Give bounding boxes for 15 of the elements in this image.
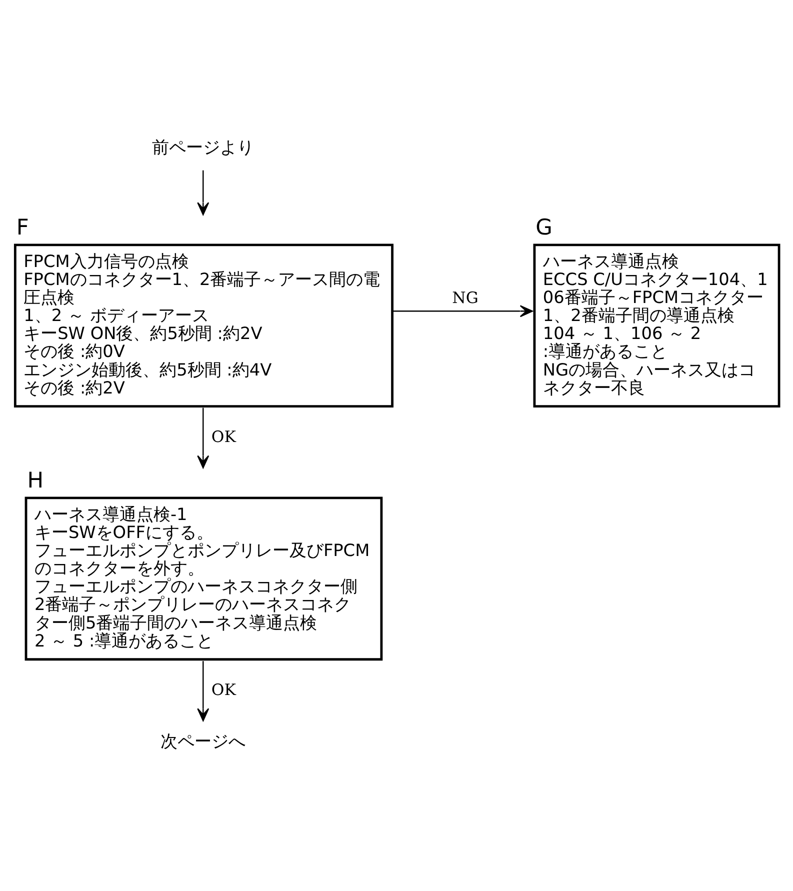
edge-label: NG (452, 288, 478, 308)
arrow (197, 661, 210, 722)
node-label: F (16, 216, 29, 241)
node-box: ハーネス導通点検 ECCS C/Uコネクター104、106番端子～FPCMコネクター1、2番端子間の導通点検 104 ～ 1、106 ～ 2 :導通があること NGの場合、ハーネス又はコネクター不良 (533, 244, 780, 408)
node-text: 次ページへ (160, 730, 246, 751)
edge-label: OK (211, 680, 236, 699)
node-text: 前ページより (152, 136, 254, 157)
node-box: ハーネス導通点検-1 キーSWをOFFにする。 フューエルポンプとポンプリレー及びFPCMのコネクターを外す。 フューエルポンプのハーネスコネクター側2番端子～ポンプリレーのハーネスコネクター側5番端子間のハーネス導通点検 2 ～ 5 :導通があること (24, 496, 383, 661)
edge-label: OK (211, 426, 236, 446)
arrow (392, 305, 533, 318)
node-label: G (536, 216, 552, 241)
node-box: FPCM入力信号の点検 FPCMのコネクター1、2番端子～アース間の電圧点検 1、2 ～ ボディーアース キーSW ON後、約5秒間 :約2V その後 :約0V エンジン始動後、約5秒間 :約4V その後 :約2V (14, 244, 394, 408)
arrow (197, 408, 210, 468)
node-label: H (27, 468, 44, 494)
arrow (197, 170, 210, 216)
